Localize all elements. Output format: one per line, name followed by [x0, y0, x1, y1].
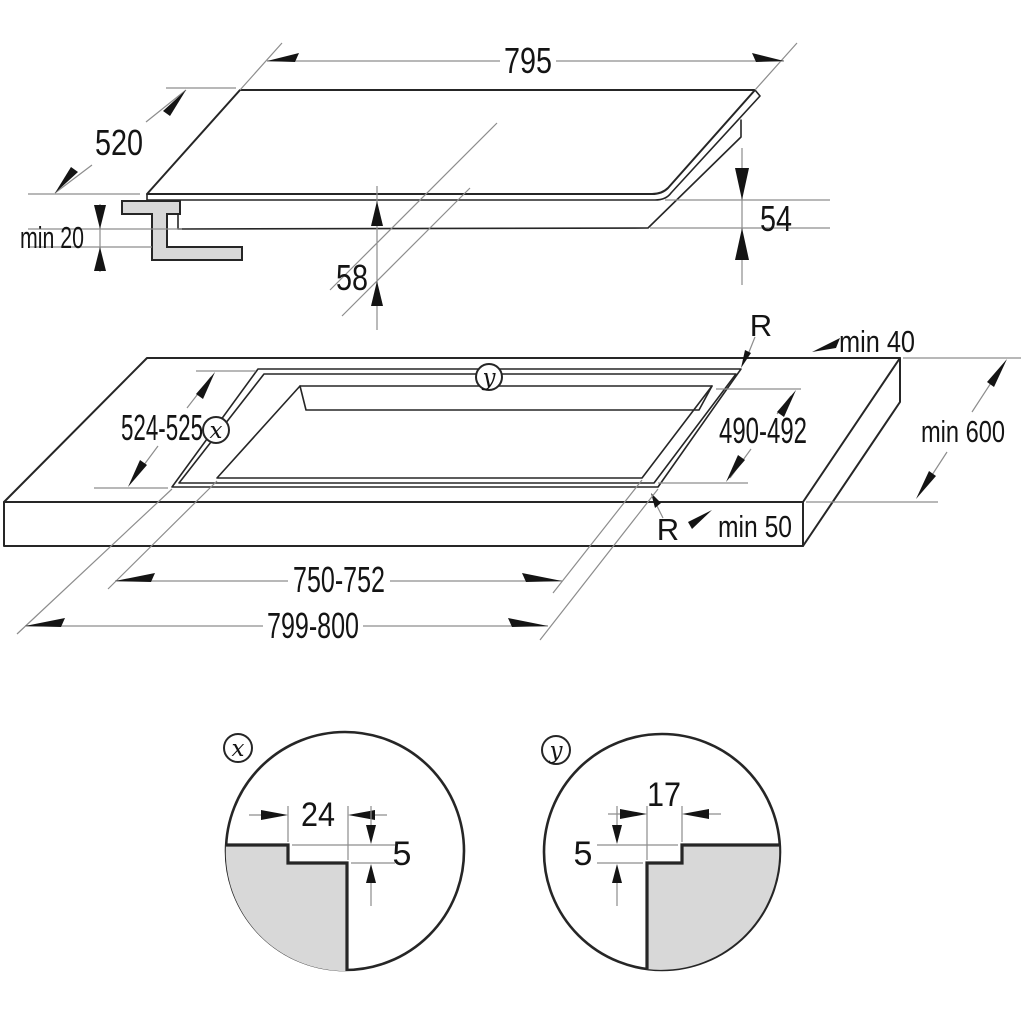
detail-x-label-5: 5 [393, 835, 412, 873]
label-radius-rear: R [750, 308, 772, 343]
detail-x-marker-letter: x [232, 736, 245, 762]
label-recess-depth: 524-525 [121, 407, 203, 448]
label-radius-front: R [657, 512, 679, 547]
detail-y-dim-5: 5 [574, 806, 678, 906]
detail-x-profile-edge [226, 843, 349, 971]
marker-x-circle [202, 416, 230, 444]
label-height-58: 58 [336, 257, 368, 298]
cutout-inner-wall [299, 385, 713, 411]
detail-y-view: y 17 5 [541, 732, 782, 972]
label-opening-depth: 490-492 [719, 410, 807, 451]
detail-y-dim-17: 17 [608, 776, 721, 860]
label-opening-width: 750-752 [293, 559, 385, 600]
dim-recess-width: 799-800 [16, 488, 659, 646]
detail-y-profile-edge [645, 843, 779, 969]
label-width-795: 795 [504, 40, 552, 81]
hob-body [177, 119, 742, 230]
hob-glass-front-edge [146, 89, 761, 201]
detail-y-shaded-profile [647, 845, 780, 970]
label-front-min50: min 50 [718, 509, 792, 544]
detail-x-label-24: 24 [301, 796, 335, 834]
label-recess-width: 799-800 [267, 605, 359, 646]
detail-x-dim-5: 5 [292, 806, 411, 906]
dim-recess-depth: 524-525 [94, 370, 256, 489]
dim-radius-front: R [651, 493, 679, 547]
mounting-bracket [121, 200, 243, 261]
worktop-cutout-view: y x R min 40 min 600 490-492 [3, 308, 1021, 646]
cutout-inner-opening [216, 385, 713, 479]
detail-y-marker-circle [541, 735, 571, 765]
worktop-front-face [3, 501, 804, 547]
detail-x-dim-24: 24 [249, 796, 387, 860]
label-clearance-min20: min 20 [20, 220, 84, 255]
cutout-outlines [171, 368, 742, 488]
hob-glass-top [146, 89, 756, 195]
detail-x-marker-circle [223, 733, 253, 763]
detail-y-label-5: 5 [574, 835, 593, 873]
dim-radius-rear: R [741, 308, 772, 368]
dim-worktop-min600: min 600 [806, 357, 1021, 503]
cutout-step-edge [178, 373, 737, 484]
label-worktop-min600: min 600 [921, 414, 1005, 449]
cutout-outer-edge [171, 368, 742, 488]
worktop-right-face [802, 357, 901, 547]
label-rear-min40: min 40 [839, 324, 915, 359]
dim-height-58: 58 [329, 122, 498, 330]
edge-markers: y x [202, 363, 503, 444]
detail-x-shaded-profile [225, 845, 347, 972]
hob-side-view: 795 520 min 20 58 54 [20, 40, 830, 330]
dim-rear-min40: min 40 [812, 324, 915, 359]
detail-x-view: x 24 5 [223, 730, 466, 972]
marker-y-letter: y [482, 365, 497, 391]
dim-builtin-54: 54 [650, 148, 830, 285]
label-builtin-54: 54 [760, 198, 792, 239]
dim-opening-width: 750-752 [107, 479, 643, 600]
detail-y-marker-letter: y [549, 738, 564, 764]
dim-opening-depth: 490-492 [658, 388, 807, 484]
detail-y-label-17: 17 [647, 776, 681, 814]
label-depth-520: 520 [95, 122, 143, 163]
marker-y-circle [475, 363, 503, 391]
dim-clearance-min20: min 20 [20, 204, 182, 272]
dim-width-795: 795 [239, 40, 798, 91]
dim-front-min50: min 50 [688, 509, 792, 544]
dim-depth-520: 520 [28, 87, 236, 195]
marker-x-letter: x [210, 418, 223, 444]
